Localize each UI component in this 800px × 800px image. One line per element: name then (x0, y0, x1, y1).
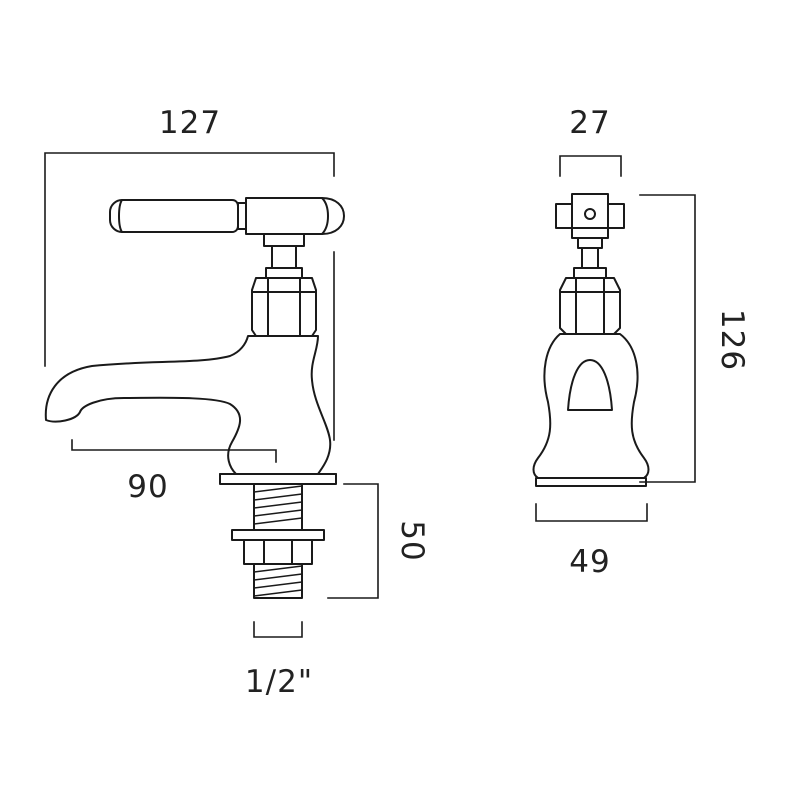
spout-reach-label: 90 (127, 469, 168, 505)
side-view: 127 90 50 1/2" (44, 105, 430, 700)
dimension-overall-height: 126 (639, 194, 750, 483)
thread-length-label: 50 (394, 520, 430, 561)
headwork (251, 233, 317, 337)
handle-width-label: 27 (569, 105, 610, 141)
threaded-tail (231, 483, 325, 599)
front-view: 27 126 49 (532, 105, 750, 580)
handle-hub (555, 193, 625, 239)
front-headwork (559, 237, 621, 335)
lever-handle (109, 197, 345, 235)
overall-height-label: 126 (714, 309, 750, 371)
dimension-base-width: 49 (535, 503, 648, 580)
front-body (532, 333, 650, 487)
thread-size-label: 1/2" (245, 664, 313, 700)
tap-body-and-spout (44, 335, 337, 485)
dimension-handle-width: 27 (559, 105, 622, 177)
overall-width-label: 127 (159, 105, 221, 141)
dimension-thread-size: 1/2" (245, 621, 313, 700)
dimension-overall-width: 127 (44, 105, 335, 441)
base-width-label: 49 (569, 544, 610, 580)
dimension-spout-reach: 90 (71, 439, 277, 505)
dimension-thread-length: 50 (327, 483, 430, 599)
